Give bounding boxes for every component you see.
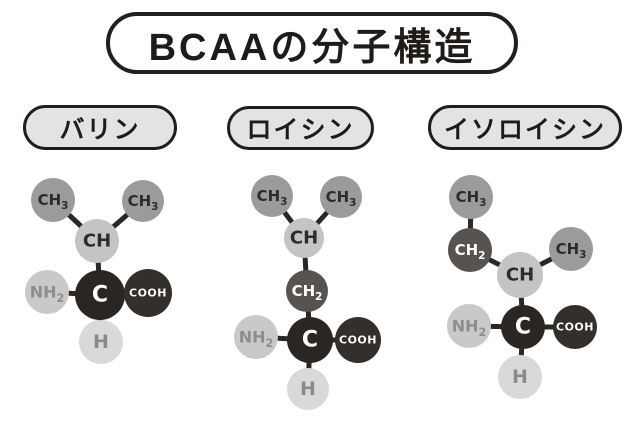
- atom-label-nh2: NH2: [239, 328, 274, 350]
- atom-cooh: [553, 305, 597, 349]
- atom-label-ch3-right: CH3: [128, 192, 159, 213]
- atom-cooh: [124, 269, 172, 317]
- atom-label-ch: CH: [506, 265, 534, 286]
- atom-cooh: [335, 317, 381, 363]
- atom-label-ch2: CH2: [292, 282, 323, 303]
- atom-label-ch3-top: CH3: [456, 188, 487, 209]
- atom-ch: [284, 218, 324, 258]
- atom-nh2: [234, 315, 278, 359]
- label-isoleucine-text: イソロイシン: [443, 115, 606, 144]
- atom-ch2: [286, 270, 328, 312]
- atom-label-ch3-left: CH3: [38, 191, 69, 212]
- atom-label-nh2: NH2: [452, 317, 487, 339]
- atom-ch3-top: [449, 175, 493, 219]
- diagram-title-box: BCAAの分子構造: [106, 12, 518, 74]
- atom-label-cooh: COOH: [339, 334, 377, 347]
- atom-ch3-right: [122, 180, 164, 222]
- atom-h: [287, 368, 329, 410]
- atom-ch3-left: [31, 178, 75, 222]
- atom-label-c: C: [302, 328, 318, 353]
- atom-label-h: H: [300, 378, 316, 400]
- label-valine: バリン: [23, 105, 177, 150]
- label-valine-text: バリン: [59, 115, 141, 144]
- atom-label-ch2: CH2: [455, 241, 486, 262]
- atom-h: [498, 355, 542, 399]
- atom-ch: [75, 219, 119, 263]
- atom-label-ch3-right: CH3: [326, 188, 357, 209]
- atom-label-cooh: COOH: [129, 287, 167, 300]
- atom-label-ch: CH: [83, 231, 111, 252]
- label-isoleucine: イソロイシン: [428, 105, 622, 150]
- label-leucine-text: ロイシン: [246, 116, 355, 144]
- atom-label-cooh: COOH: [556, 321, 594, 334]
- diagram-title: BCAAの分子構造: [148, 26, 476, 69]
- atom-label-ch3-right: CH3: [556, 240, 587, 261]
- atom-label-ch: CH: [290, 228, 318, 249]
- atom-label-nh2: NH2: [30, 283, 65, 305]
- atom-nh2: [25, 270, 69, 314]
- atom-h: [79, 320, 123, 364]
- atom-ch2: [448, 228, 492, 272]
- atom-ch3-right: [549, 227, 593, 271]
- atom-label-h: H: [512, 366, 528, 388]
- atom-ch: [497, 252, 543, 298]
- atom-c: [501, 305, 545, 349]
- atom-ch3-right: [320, 176, 362, 218]
- label-leucine: ロイシン: [227, 106, 374, 150]
- atom-label-ch3-left: CH3: [257, 187, 288, 208]
- atom-ch3-left: [251, 175, 293, 217]
- atom-label-c: C: [515, 315, 531, 340]
- atom-c: [287, 317, 333, 363]
- atom-label-c: C: [92, 283, 108, 308]
- atom-c: [75, 270, 125, 320]
- atom-nh2: [447, 304, 491, 348]
- atom-label-h: H: [93, 331, 109, 353]
